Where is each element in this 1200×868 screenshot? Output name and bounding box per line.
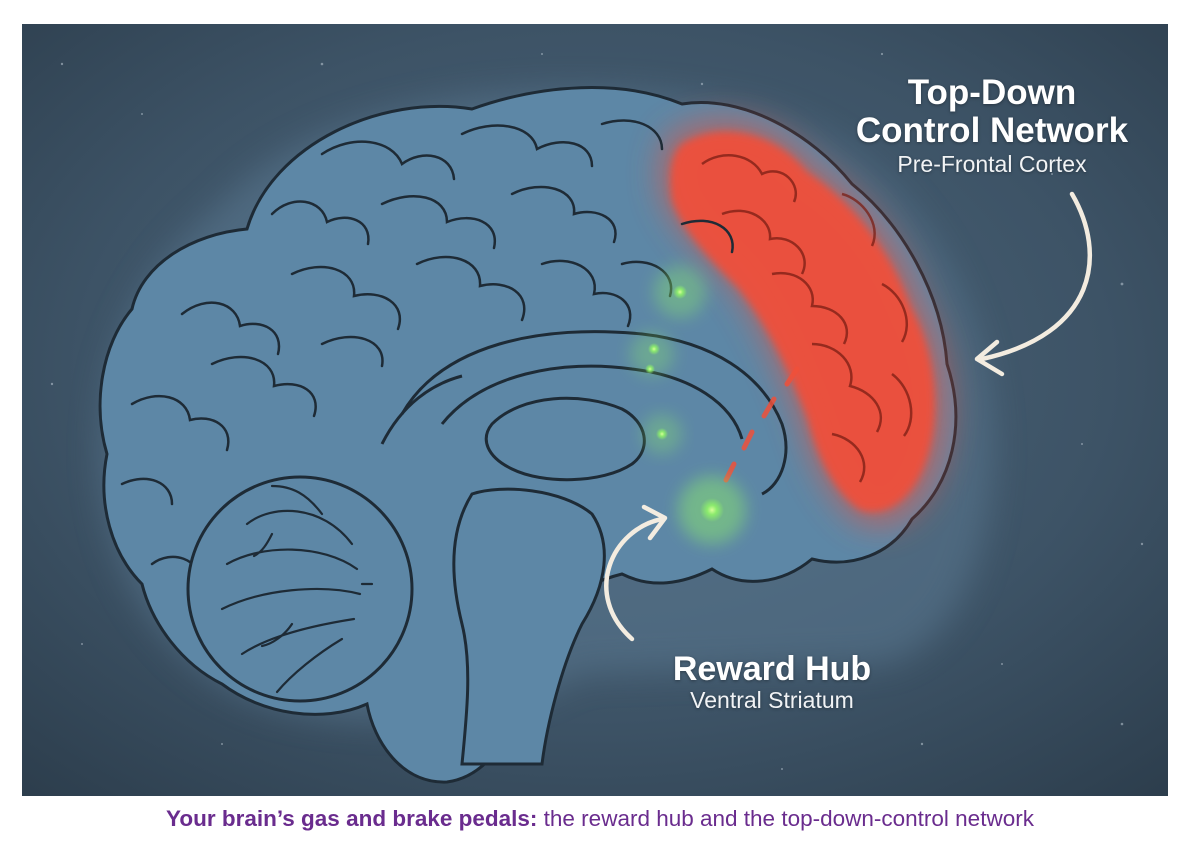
figure-caption: Your brain’s gas and brake pedals: the r…	[0, 804, 1200, 834]
top-down-title-line2: Control Network	[855, 111, 1129, 150]
annotation-arrows	[604, 191, 1092, 642]
reward-pathway	[630, 266, 706, 454]
control-pathway	[723, 366, 800, 483]
reward-arrow	[604, 516, 665, 642]
corpus-callosum	[380, 330, 788, 496]
background-stars	[50, 52, 1144, 770]
top-down-title-line1: Top-Down	[907, 73, 1077, 112]
cerebellum	[186, 475, 414, 703]
caption-rest: the reward hub and the top-down-control …	[537, 806, 1034, 831]
brainstem	[452, 487, 606, 766]
reward-hub-subtitle: Ventral Striatum	[690, 687, 854, 713]
reward-hub-label: Reward Hub Ventral Striatum	[622, 651, 922, 713]
reward-arrowhead	[641, 504, 668, 541]
caption-bold: Your brain’s gas and brake pedals:	[166, 806, 538, 831]
brain-diagram	[22, 24, 1168, 796]
thalamus	[484, 396, 646, 482]
top-down-arrow	[979, 191, 1092, 362]
ventral-striatum-glow	[678, 476, 746, 544]
top-down-arrowhead	[974, 339, 1005, 377]
brain-illustration: Top-Down Control Network Pre-Frontal Cor…	[22, 24, 1168, 796]
prefrontal-cortex-highlight	[660, 119, 949, 527]
reward-hub-title: Reward Hub	[672, 650, 872, 688]
top-down-control-label: Top-Down Control Network Pre-Frontal Cor…	[812, 74, 1168, 178]
top-down-subtitle: Pre-Frontal Cortex	[897, 151, 1087, 177]
